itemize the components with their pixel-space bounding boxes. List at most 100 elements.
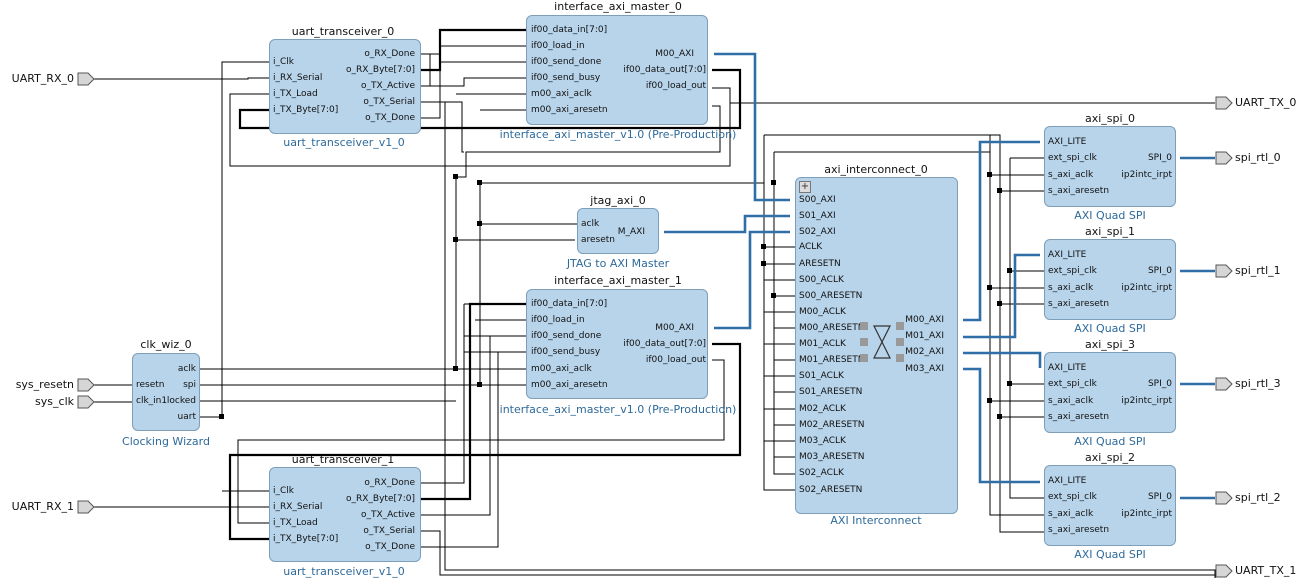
port-clk-in1[interactable]: clk_in1 bbox=[136, 396, 168, 406]
external-port-spi-rtl-2[interactable]: spi_rtl_2 bbox=[1235, 491, 1281, 504]
port-axi-lite[interactable]: AXI_LITE bbox=[1048, 137, 1087, 147]
port-if00-load-out[interactable]: if00_load_out bbox=[645, 81, 706, 91]
port-m02-axi-out[interactable]: M02_AXI bbox=[905, 347, 944, 357]
port-ip2intc-irpt[interactable]: ip2intc_irpt bbox=[1121, 396, 1172, 406]
port-aclk[interactable]: ACLK bbox=[799, 242, 823, 252]
port-m00-axi-aclk[interactable]: m00_axi_aclk bbox=[531, 364, 592, 374]
external-port-uart-tx-1[interactable]: UART_TX_1 bbox=[1235, 564, 1297, 577]
external-port-spi-rtl-1[interactable]: spi_rtl_1 bbox=[1235, 264, 1281, 277]
port-if00-send-busy[interactable]: if00_send_busy bbox=[531, 347, 601, 357]
port-aclk[interactable]: aclk bbox=[581, 219, 600, 229]
port-i-rx-serial[interactable]: i_RX_Serial bbox=[273, 502, 323, 512]
expand-icon[interactable]: + bbox=[799, 181, 811, 193]
port-ip2intc-irpt[interactable]: ip2intc_irpt bbox=[1121, 170, 1172, 180]
port-axi-lite[interactable]: AXI_LITE bbox=[1048, 363, 1087, 373]
port-o-tx-active[interactable]: o_TX_Active bbox=[360, 510, 415, 520]
port-if00-data-out[interactable]: if00_data_out[7:0] bbox=[623, 339, 706, 349]
port-s02-axi[interactable]: S02_AXI bbox=[799, 227, 836, 237]
external-port-sys-resetn[interactable]: sys_resetn bbox=[15, 378, 74, 391]
port-spi-0[interactable]: SPI_0 bbox=[1147, 266, 1172, 276]
port-if00-send-done[interactable]: if00_send_done bbox=[531, 57, 602, 67]
port-ip2intc-irpt[interactable]: ip2intc_irpt bbox=[1121, 283, 1172, 293]
port-i-tx-byte[interactable]: i_TX_Byte[7:0] bbox=[273, 534, 339, 544]
port-m02-aclk[interactable]: M02_ACLK bbox=[799, 404, 846, 414]
port-spi-0[interactable]: SPI_0 bbox=[1147, 492, 1172, 502]
port-o-tx-serial[interactable]: o_TX_Serial bbox=[363, 526, 415, 536]
port-m03-axi-out[interactable]: M03_AXI bbox=[905, 364, 944, 374]
port-ext-spi-clk[interactable]: ext_spi_clk bbox=[1048, 492, 1097, 502]
port-m00-axi-out[interactable]: M00_AXI bbox=[905, 315, 944, 325]
port-locked[interactable]: locked bbox=[166, 396, 196, 406]
port-s-axi-aclk[interactable]: s_axi_aclk bbox=[1048, 170, 1094, 180]
port-ext-spi-clk[interactable]: ext_spi_clk bbox=[1048, 379, 1097, 389]
port-spi-0[interactable]: SPI_0 bbox=[1147, 379, 1172, 389]
port-s02-aclk[interactable]: S02_ACLK bbox=[799, 468, 844, 478]
external-port-uart-rx-0[interactable]: UART_RX_0 bbox=[11, 72, 74, 85]
port-m00-aclk[interactable]: M00_ACLK bbox=[799, 307, 846, 317]
port-m02-aresetn[interactable]: M02_ARESETN bbox=[799, 420, 865, 430]
port-if00-load-in[interactable]: if00_load_in bbox=[531, 41, 585, 51]
port-m-axi[interactable]: M_AXI bbox=[617, 227, 645, 237]
external-port-uart-rx-1[interactable]: UART_RX_1 bbox=[11, 500, 74, 513]
port-o-tx-active[interactable]: o_TX_Active bbox=[360, 81, 415, 91]
port-m00-axi-aclk[interactable]: m00_axi_aclk bbox=[531, 89, 592, 99]
port-if00-send-done[interactable]: if00_send_done bbox=[531, 331, 602, 341]
external-port-sys-clk[interactable]: sys_clk bbox=[35, 395, 74, 408]
port-s-axi-aresetn[interactable]: s_axi_aresetn bbox=[1048, 186, 1110, 196]
port-m00-axi-aresetn[interactable]: m00_axi_aresetn bbox=[531, 380, 608, 390]
port-s-axi-aresetn[interactable]: s_axi_aresetn bbox=[1048, 525, 1110, 535]
port-spi-0[interactable]: SPI_0 bbox=[1147, 153, 1172, 163]
port-s01-aclk[interactable]: S01_ACLK bbox=[799, 371, 844, 381]
port-if00-data-out[interactable]: if00_data_out[7:0] bbox=[623, 65, 706, 75]
port-m03-aclk[interactable]: M03_ACLK bbox=[799, 436, 846, 446]
port-o-rx-byte[interactable]: o_RX_Byte[7:0] bbox=[346, 494, 415, 504]
port-i-tx-load[interactable]: i_TX_Load bbox=[273, 89, 318, 99]
port-if00-load-in[interactable]: if00_load_in bbox=[531, 315, 585, 325]
port-s00-aresetn[interactable]: S00_ARESETN bbox=[799, 291, 863, 301]
port-aclk[interactable]: aclk bbox=[177, 364, 196, 374]
port-aresetn[interactable]: ARESETN bbox=[799, 259, 841, 269]
port-o-tx-done[interactable]: o_TX_Done bbox=[365, 542, 415, 552]
port-o-rx-done[interactable]: o_RX_Done bbox=[364, 478, 415, 488]
port-o-tx-done[interactable]: o_TX_Done bbox=[365, 113, 415, 123]
port-o-rx-done[interactable]: o_RX_Done bbox=[364, 49, 415, 59]
port-spi[interactable]: spi bbox=[183, 380, 196, 390]
external-port-uart-tx-0[interactable]: UART_TX_0 bbox=[1235, 96, 1297, 109]
port-s01-axi[interactable]: S01_AXI bbox=[799, 211, 836, 221]
external-port-spi-rtl-3[interactable]: spi_rtl_3 bbox=[1235, 377, 1281, 390]
port-i-rx-serial[interactable]: i_RX_Serial bbox=[273, 73, 323, 83]
port-ip2intc-irpt[interactable]: ip2intc_irpt bbox=[1121, 509, 1172, 519]
port-resetn[interactable]: resetn bbox=[136, 380, 165, 390]
port-aresetn[interactable]: aresetn bbox=[581, 235, 616, 245]
port-m01-aresetn[interactable]: M01_ARESETN bbox=[799, 355, 865, 365]
port-uart[interactable]: uart bbox=[177, 412, 196, 422]
port-s-axi-aresetn[interactable]: s_axi_aresetn bbox=[1048, 412, 1110, 422]
port-m01-aclk[interactable]: M01_ACLK bbox=[799, 339, 846, 349]
port-m00-aresetn[interactable]: M00_ARESETN bbox=[799, 323, 865, 333]
port-ext-spi-clk[interactable]: ext_spi_clk bbox=[1048, 153, 1097, 163]
port-m03-aresetn[interactable]: M03_ARESETN bbox=[799, 452, 865, 462]
port-s01-aresetn[interactable]: S01_ARESETN bbox=[799, 387, 863, 397]
port-i-clk[interactable]: i_Clk bbox=[273, 486, 294, 496]
port-s-axi-aclk[interactable]: s_axi_aclk bbox=[1048, 509, 1094, 519]
port-i-tx-byte[interactable]: i_TX_Byte[7:0] bbox=[273, 105, 339, 115]
port-o-rx-byte[interactable]: o_RX_Byte[7:0] bbox=[346, 65, 415, 75]
port-i-clk[interactable]: i_Clk bbox=[273, 57, 294, 67]
port-m01-axi-out[interactable]: M01_AXI bbox=[905, 331, 944, 341]
port-m00-axi[interactable]: M00_AXI bbox=[655, 323, 694, 333]
port-if00-load-out[interactable]: if00_load_out bbox=[645, 355, 706, 365]
port-s00-aclk[interactable]: S00_ACLK bbox=[799, 275, 844, 285]
port-m00-axi[interactable]: M00_AXI bbox=[655, 49, 694, 59]
port-ext-spi-clk[interactable]: ext_spi_clk bbox=[1048, 266, 1097, 276]
port-i-tx-load[interactable]: i_TX_Load bbox=[273, 518, 318, 528]
port-m00-axi-aresetn[interactable]: m00_axi_aresetn bbox=[531, 105, 608, 115]
port-if00-data-in[interactable]: if00_data_in[7:0] bbox=[531, 299, 608, 309]
port-s-axi-aclk[interactable]: s_axi_aclk bbox=[1048, 283, 1094, 293]
port-s-axi-aresetn[interactable]: s_axi_aresetn bbox=[1048, 299, 1110, 309]
port-o-tx-serial[interactable]: o_TX_Serial bbox=[363, 97, 415, 107]
port-if00-send-busy[interactable]: if00_send_busy bbox=[531, 73, 601, 83]
external-port-spi-rtl-0[interactable]: spi_rtl_0 bbox=[1235, 151, 1281, 164]
port-axi-lite[interactable]: AXI_LITE bbox=[1048, 250, 1087, 260]
port-s-axi-aclk[interactable]: s_axi_aclk bbox=[1048, 396, 1094, 406]
port-if00-data-in[interactable]: if00_data_in[7:0] bbox=[531, 25, 608, 35]
